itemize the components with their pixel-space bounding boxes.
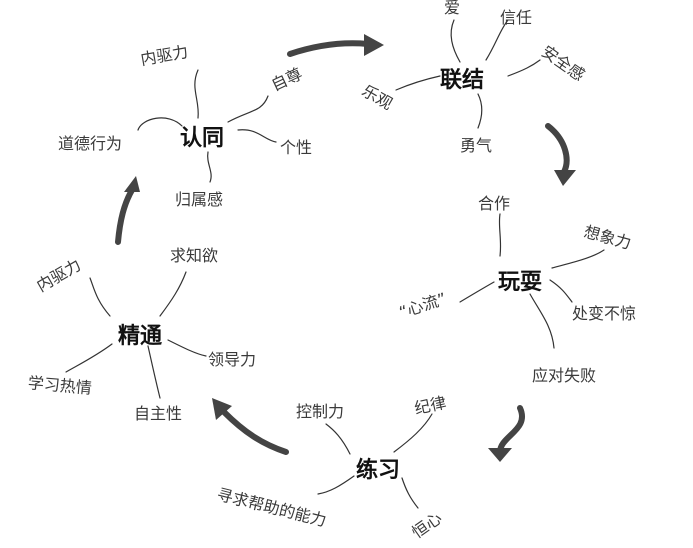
leaf-mastery-autonomy: 自主性 (134, 404, 183, 423)
hub-identity: 认同 (180, 125, 225, 151)
hub-mastery: 精通 (118, 323, 163, 349)
connector-mastery-leadership (167, 339, 207, 357)
connector-connection-trust (485, 19, 509, 61)
cycle-arrow-identity-to-connection (287, 40, 371, 57)
hub-practice: 练习 (356, 457, 401, 483)
connector-play-failure (529, 293, 555, 349)
cycle-arrow-play-to-practice (497, 405, 525, 455)
leaf-mastery-curiosity: 求知欲 (170, 246, 219, 265)
connector-identity-morality (137, 117, 183, 131)
hub-connection: 联结 (440, 67, 485, 93)
connector-play-cooperation (498, 213, 502, 257)
leaf-identity-morality: 道德行为 (58, 134, 123, 153)
leaf-connection-trust: 信任 (500, 8, 533, 27)
leaf-identity-personality: 个性 (280, 138, 313, 157)
leaf-connection-courage: 勇气 (460, 136, 493, 155)
leaf-mastery-leadership: 领导力 (208, 350, 257, 369)
connector-practice-control (325, 423, 351, 455)
connector-connection-safety (507, 59, 541, 77)
connector-identity-drive (194, 69, 199, 119)
hub-play: 玩耍 (498, 269, 543, 295)
connector-practice-help (317, 475, 355, 495)
arrowhead-practice-to-mastery (212, 398, 232, 420)
connector-practice-perseverance (401, 477, 419, 509)
connector-play-flow (459, 281, 495, 303)
cycle-arrow-connection-to-play (545, 123, 570, 175)
connector-connection-courage (477, 93, 483, 129)
connector-mastery-curiosity (159, 271, 187, 317)
connector-identity-self-esteem (227, 95, 269, 123)
arrowhead-play-to-practice (488, 448, 512, 462)
connector-practice-discipline (393, 413, 433, 453)
arrowhead-mastery-to-identity (124, 176, 140, 192)
leaf-connection-love: 爱 (444, 0, 461, 17)
connector-mastery-enthusiasm (65, 343, 113, 373)
cycle-arrow-practice-to-mastery (221, 409, 289, 455)
connector-mastery-autonomy (147, 345, 161, 399)
cycle-arrow-mastery-to-identity (115, 187, 135, 245)
connector-identity-belonging (207, 151, 212, 183)
leaf-play-cooperation: 合作 (478, 194, 511, 213)
leaf-practice-control: 控制力 (296, 402, 345, 421)
connector-connection-optimism (395, 75, 441, 91)
connector-play-imagination (551, 249, 605, 269)
arrowhead-identity-to-connection (364, 34, 384, 56)
arrowhead-connection-to-play (554, 170, 576, 186)
connector-play-composure (549, 279, 573, 303)
connector-mastery-drive (89, 277, 111, 317)
leaf-play-failure: 应对失败 (532, 366, 597, 385)
leaf-identity-belonging: 归属感 (175, 190, 224, 209)
leaf-play-composure: 处变不惊 (572, 304, 637, 323)
connector-identity-personality (237, 129, 277, 143)
connector-connection-love (450, 19, 461, 63)
